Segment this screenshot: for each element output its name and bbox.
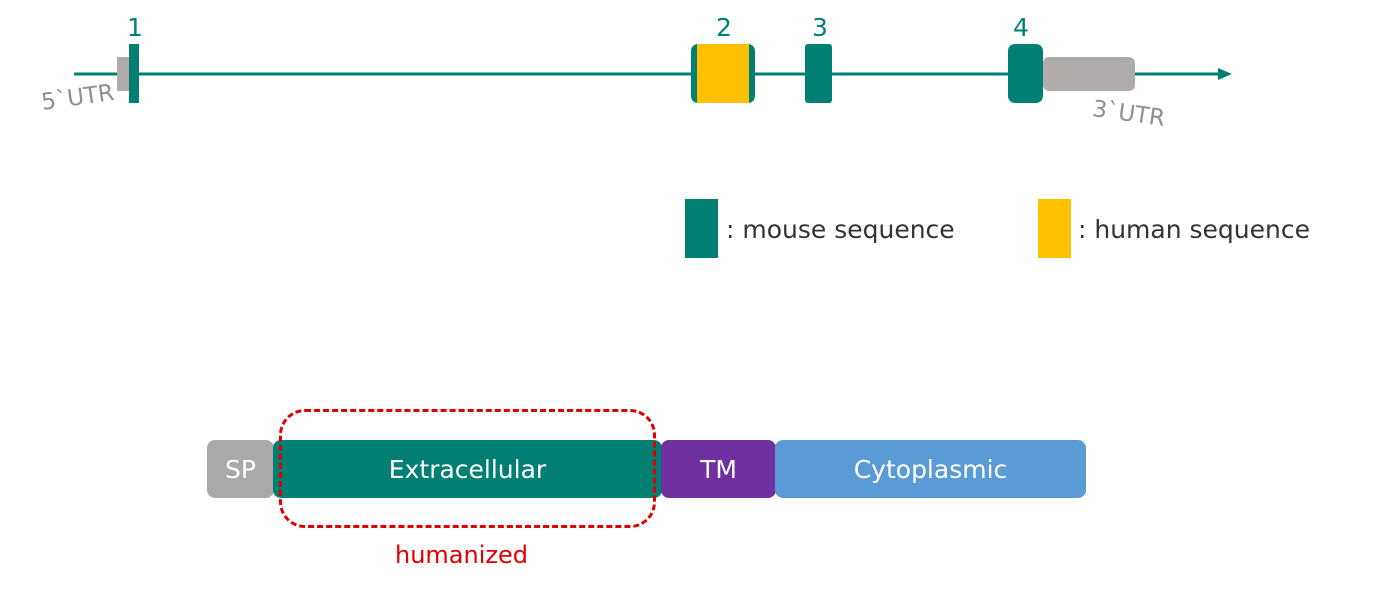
domain-tm: TM — [661, 440, 776, 498]
legend-mouse-swatch — [685, 199, 718, 258]
humanized-region-outline — [279, 409, 656, 528]
domain-cytoplasmic: Cytoplasmic — [775, 440, 1086, 498]
utr3-block — [1043, 57, 1135, 91]
exon-1-block — [129, 44, 139, 103]
legend-human-label: : human sequence — [1078, 215, 1310, 244]
legend-mouse-label: : mouse sequence — [726, 215, 955, 244]
exon-2-human-segment — [697, 44, 749, 103]
exon-number-1: 1 — [127, 13, 143, 42]
exon-number-2: 2 — [716, 13, 732, 42]
legend-human-swatch — [1038, 199, 1071, 258]
gene-structure-diagram — [74, 44, 1232, 103]
domain-extracellular: Extracellular — [273, 440, 662, 498]
humanized-label: humanized — [395, 541, 528, 569]
direction-arrow-icon — [1218, 68, 1232, 80]
exon-number-3: 3 — [812, 13, 828, 42]
exon-3-block — [805, 44, 832, 103]
exon-4-block — [1008, 44, 1043, 103]
exon-number-4: 4 — [1013, 13, 1029, 42]
utr5-block — [117, 57, 131, 91]
domain-sp: SP — [207, 440, 274, 498]
